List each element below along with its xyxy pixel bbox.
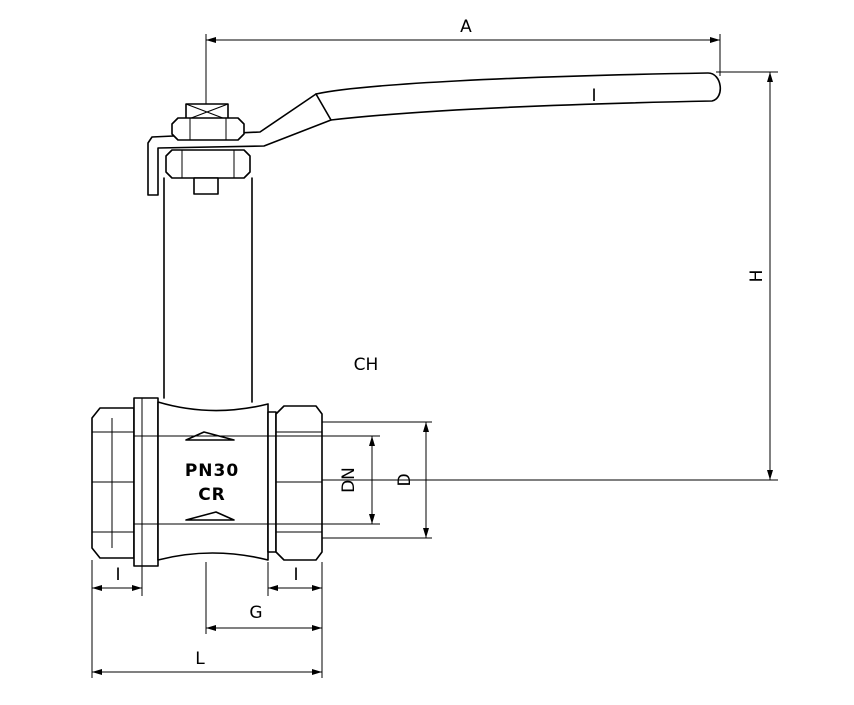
lever-label-i: I [591, 86, 596, 106]
dimension-label-h: H [747, 270, 767, 283]
dimension-label-i-right: I [293, 565, 298, 585]
dimension-a [205, 34, 721, 104]
dimension-dn [322, 435, 380, 525]
manufacturer-logo-mark: CR [198, 485, 226, 505]
dimension-h [322, 71, 778, 481]
dimension-label-dn: DN [339, 467, 359, 493]
dimension-l [92, 669, 322, 675]
dimension-label-l: L [195, 649, 205, 669]
dimension-g [205, 562, 322, 634]
dimension-i-right [267, 562, 323, 678]
valve-neck [163, 149, 253, 403]
dimension-label-g: G [249, 603, 262, 623]
dimension-label-d: D [395, 473, 415, 486]
valve-body [91, 397, 323, 567]
dimension-label-ch: CH [354, 355, 379, 375]
stem-nut [171, 103, 245, 141]
dimension-label-i-left: I [115, 565, 120, 585]
dimension-d [322, 421, 432, 539]
dimension-label-a: A [460, 17, 472, 37]
dimension-i-left [91, 560, 143, 678]
pressure-rating-mark: PN30 [185, 461, 239, 481]
